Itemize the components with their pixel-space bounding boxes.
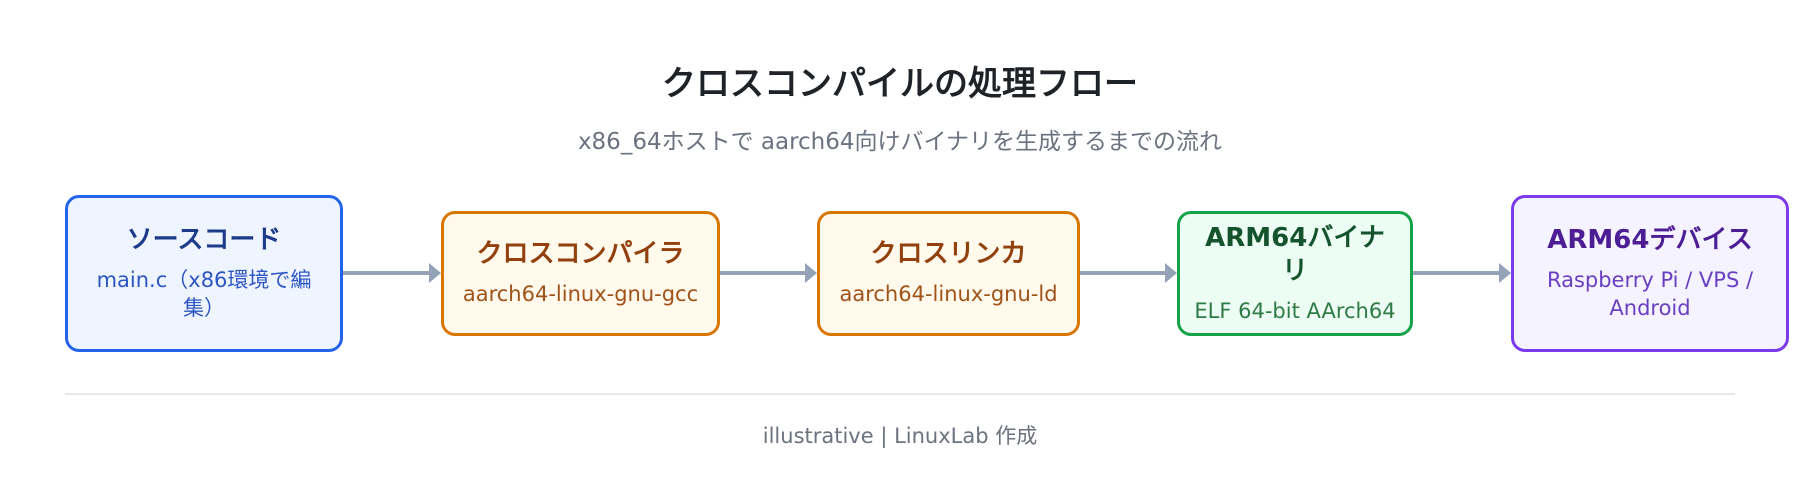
node-source-code-label: ソースコード (126, 225, 282, 256)
arrow-binary-to-device (1413, 263, 1511, 283)
arrow-linker-to-binary (1080, 263, 1177, 283)
node-cross-linker-label: クロスリンカ (870, 239, 1027, 270)
node-arm64-binary: ARM64バイナリ ELF 64-bit AArch64 (1177, 211, 1413, 336)
node-arm64-device-label: ARM64デバイス (1547, 225, 1753, 256)
node-cross-linker-detail: aarch64-linux-gnu-ld (839, 282, 1058, 307)
node-cross-compiler: クロスコンパイラ aarch64-linux-gnu-gcc (441, 211, 720, 336)
node-arm64-binary-detail: ELF 64-bit AArch64 (1194, 299, 1396, 324)
node-cross-compiler-detail: aarch64-linux-gnu-gcc (462, 282, 699, 307)
footer-credit: illustrative | LinuxLab 作成 (762, 424, 1038, 448)
node-source-code-detail: main.c（x86環境で編集） (96, 268, 312, 321)
node-arm64-device-detail: Raspberry Pi / VPS / Android (1546, 268, 1754, 321)
footer-divider (65, 393, 1735, 395)
node-cross-compiler-label: クロスコンパイラ (476, 239, 685, 270)
node-cross-linker: クロスリンカ aarch64-linux-gnu-ld (817, 211, 1080, 336)
node-arm64-binary-label: ARM64バイナリ (1205, 222, 1385, 287)
node-arm64-device: ARM64デバイス Raspberry Pi / VPS / Android (1511, 195, 1789, 352)
arrow-compiler-to-linker (720, 263, 817, 283)
node-source-code: ソースコード main.c（x86環境で編集） (65, 195, 343, 352)
diagram-title: クロスコンパイルの処理フロー (662, 64, 1138, 104)
diagram-subtitle: x86_64ホストで aarch64向けバイナリを生成するまでの流れ (577, 129, 1223, 155)
arrow-source-to-compiler (343, 263, 441, 283)
